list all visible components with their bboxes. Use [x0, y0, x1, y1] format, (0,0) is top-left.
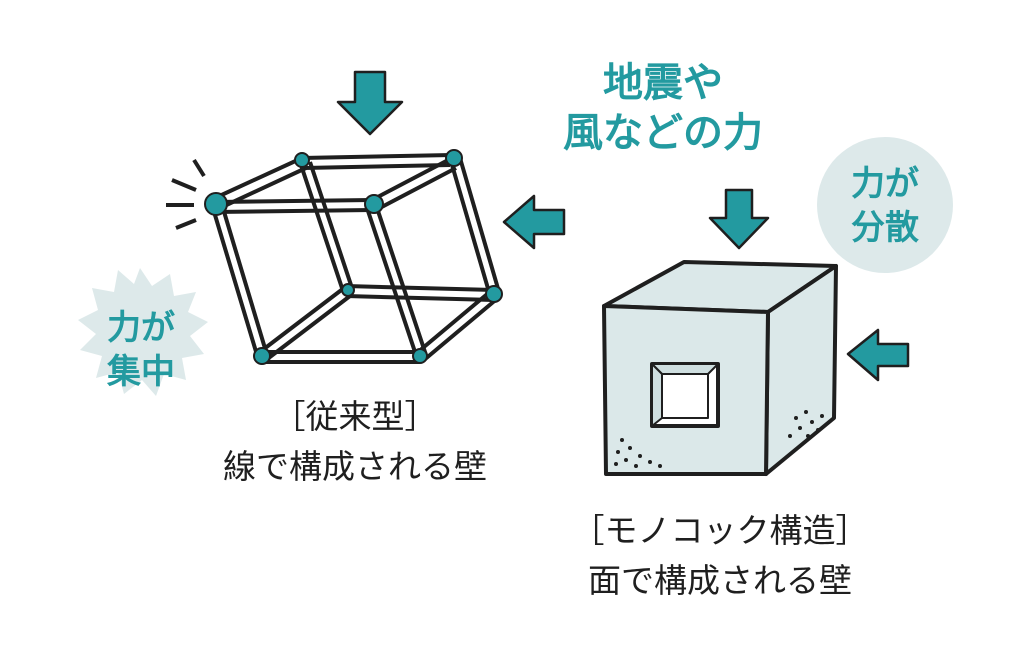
- left-caption: ［従来型］ 線で構成される壁: [180, 392, 530, 492]
- left-caption-body: 線で構成される壁: [223, 447, 487, 486]
- cube-joints: [204, 149, 503, 365]
- force-label-line-2: 風などの力: [563, 110, 763, 156]
- force-label: 地震や 風などの力: [548, 58, 778, 158]
- cube-texture-dots: [614, 410, 824, 468]
- circle-badge-icon: [817, 137, 953, 273]
- badge-concentrate-line-2: 集中: [107, 352, 175, 392]
- arrow-down-icon: [336, 70, 404, 136]
- left-caption-title: ［従来型］: [272, 397, 438, 436]
- right-caption: ［モノコック構造］ 面で構成される壁: [520, 506, 920, 606]
- badge-disperse-line-2: 分散: [851, 208, 919, 248]
- solid-cube-icon: [602, 260, 838, 476]
- force-label-line-1: 地震や: [603, 60, 723, 106]
- right-caption-title: ［モノコック構造］: [571, 511, 869, 550]
- burst-badge-icon: [78, 268, 208, 396]
- badge-disperse: 力が 分散: [840, 162, 930, 250]
- arrow-left-icon: [846, 328, 910, 382]
- badge-concentrate-line-1: 力が: [107, 308, 175, 348]
- badge-disperse-line-1: 力が: [851, 164, 919, 204]
- arrow-down-icon: [708, 188, 770, 250]
- arrow-left-icon: [502, 194, 566, 250]
- wireframe-cube-icon: [166, 153, 501, 364]
- right-caption-body: 面で構成される壁: [588, 561, 852, 600]
- badge-concentrate: 力が 集中: [96, 306, 186, 394]
